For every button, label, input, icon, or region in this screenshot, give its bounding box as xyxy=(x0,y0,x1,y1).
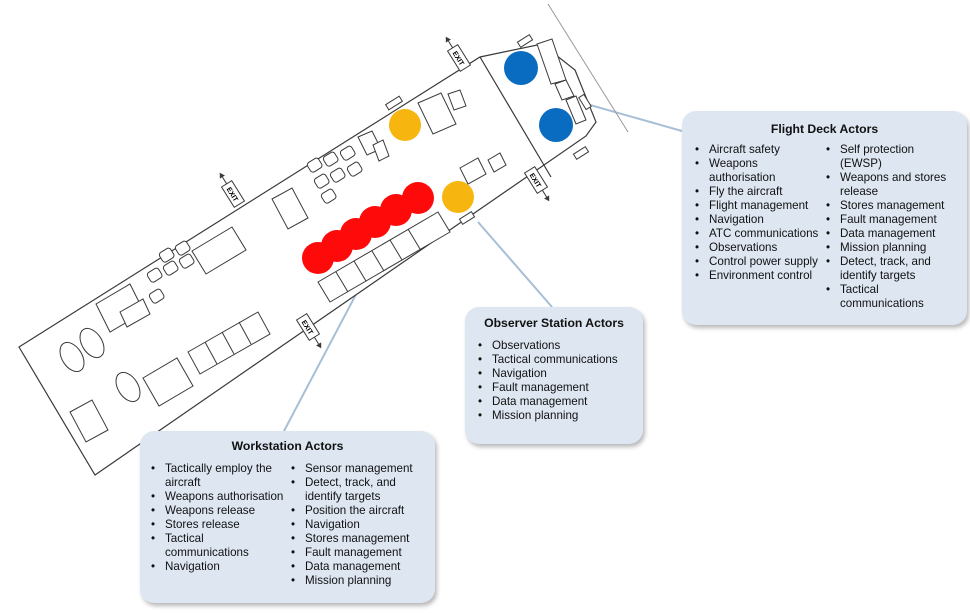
exit-marker-left: EXIT xyxy=(219,172,246,209)
pilot-seat-2 xyxy=(539,108,573,142)
list-item: Control power supply xyxy=(692,255,823,269)
list-item: Detect, track, and identify targets xyxy=(823,255,951,283)
observer-station-actors-card: Observer Station Actors Observations Tac… xyxy=(465,307,643,444)
flight-deck-list-right: Self protection (EWSP) Weapons and store… xyxy=(823,143,951,311)
list-item: Data management xyxy=(823,227,951,241)
observer-seat-2 xyxy=(442,181,474,213)
list-item: Tactical communications xyxy=(823,283,951,311)
workstation-list-right: Sensor management Detect, track, and ide… xyxy=(288,462,428,588)
list-item: Flight management xyxy=(692,199,823,213)
list-item: Data management xyxy=(288,560,428,574)
list-item: Weapons authorisation xyxy=(692,157,823,185)
list-item: Environment control xyxy=(692,269,823,283)
list-item: Stores release xyxy=(148,518,288,532)
list-item: Position the aircraft xyxy=(288,504,428,518)
list-item: Fault management xyxy=(823,213,951,227)
list-item: Navigation xyxy=(475,367,643,381)
nose-marker xyxy=(547,3,629,133)
list-item: Stores management xyxy=(288,532,428,546)
observer-station-title: Observer Station Actors xyxy=(484,316,624,330)
list-item: Observations xyxy=(692,241,823,255)
list-item: Fly the aircraft xyxy=(692,185,823,199)
list-item: Data management xyxy=(475,395,643,409)
flight-deck-title: Flight Deck Actors xyxy=(770,122,879,136)
exit-marker-right: EXIT xyxy=(523,165,550,202)
list-item: Fault management xyxy=(288,546,428,560)
list-item: Self protection (EWSP) xyxy=(823,143,951,171)
exit-marker-top: EXIT xyxy=(445,36,472,73)
observer-station-list: Observations Tactical communications Nav… xyxy=(465,339,643,423)
cabin-furniture xyxy=(59,89,507,443)
list-item: Detect, track, and identify targets xyxy=(288,476,428,504)
list-item: Aircraft safety xyxy=(692,143,823,157)
list-item: Mission planning xyxy=(823,241,951,255)
list-item: Tactical communications xyxy=(475,353,643,367)
workstation-actors-card: Workstation Actors Tactically employ the… xyxy=(140,431,435,603)
list-item: Mission planning xyxy=(475,409,643,423)
workstation-title: Workstation Actors xyxy=(231,439,344,453)
list-item: Navigation xyxy=(692,213,823,227)
list-item: Observations xyxy=(475,339,643,353)
observer-seat-1 xyxy=(389,109,421,141)
list-item: ATC communications xyxy=(692,227,823,241)
list-item: Stores management xyxy=(823,199,951,213)
list-item: Navigation xyxy=(288,518,428,532)
list-item: Mission planning xyxy=(288,574,428,588)
list-item: Fault management xyxy=(475,381,643,395)
list-item: Weapons authorisation xyxy=(148,490,288,504)
workstation-seat-6 xyxy=(402,182,434,214)
cockpit-consoles xyxy=(536,38,587,125)
list-item: Sensor management xyxy=(288,462,428,476)
door-tabs xyxy=(384,34,592,225)
pilot-seat-1 xyxy=(504,51,538,85)
cockpit-bulkhead xyxy=(479,56,552,178)
list-item: Weapons release xyxy=(148,504,288,518)
list-item: Weapons and stores release xyxy=(823,171,951,199)
list-item: Tactical communications xyxy=(148,532,288,560)
flight-deck-actors-card: Flight Deck Actors Aircraft safety Weapo… xyxy=(682,111,967,325)
observer-leader-line xyxy=(477,221,553,308)
workstation-list-left: Tactically employ the aircraft Weapons a… xyxy=(148,462,288,588)
flight-deck-list-left: Aircraft safety Weapons authorisation Fl… xyxy=(692,143,823,311)
list-item: Navigation xyxy=(148,560,288,574)
list-item: Tactically employ the aircraft xyxy=(148,462,288,490)
